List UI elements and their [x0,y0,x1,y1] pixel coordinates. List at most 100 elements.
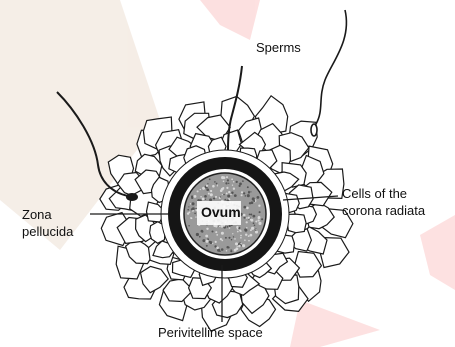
ovum-speckle-dot [187,212,189,214]
ovum-speckle-dot [245,195,247,197]
ovum-speckle-dot [206,245,208,247]
ovum-speckle-dot [248,235,250,237]
ovum-speckle-dot [249,213,251,215]
ovum-speckle-dot [188,225,190,227]
corona-cell [287,214,306,233]
ovum-speckle-dot [231,239,232,240]
ovum-speckle-dot [226,193,228,195]
ovum-speckle-dot [221,248,224,251]
ovum-speckle-dot [250,218,252,220]
ovum-speckle-dot [247,194,250,197]
ovum-speckle-dot [195,206,196,207]
ovum-speckle-dot [250,234,253,237]
ovum-speckle-dot [246,217,248,219]
corona-label-line2: corona radiata [342,203,425,218]
ovum-speckle-dot [257,216,260,219]
ovum-speckle-dot [243,214,246,217]
ovum-speckle-dot [220,189,223,192]
ovum-speckle-dot [191,202,194,205]
ovum-speckle-dot [205,240,208,243]
ovum-speckle-dot [234,194,237,197]
ovum-speckle-dot [227,195,230,198]
ovum-speckle-dot [252,215,255,218]
ovum-speckle-dot [228,247,230,249]
ovum-speckle-dot [259,211,261,213]
ovum-speckle-dot [206,188,209,191]
ovum-speckle-dot [232,233,233,234]
ovum-speckle-dot [215,225,218,228]
ovum-speckle-dot [226,187,228,189]
ovum-speckle-dot [190,217,192,219]
ovum-speckle-dot [210,193,213,196]
ovum-speckle-dot [216,183,218,185]
ovum-speckle-dot [216,234,218,236]
ovum-speckle-dot [228,191,230,193]
ovum-speckle-dot [248,217,250,219]
ovum-speckle-dot [240,230,242,232]
ovum-speckle-dot [209,178,211,180]
ovum-speckle-dot [229,225,231,227]
ovum-speckle-dot [255,230,258,233]
ovum-speckle-dot [196,233,199,236]
ovum-speckle-dot [206,228,208,230]
ovum-speckle-dot [237,246,238,247]
ovum-speckle-dot [215,241,217,243]
ovum-speckle-dot [230,250,232,252]
ovum-speckle-dot [215,196,217,198]
ovum-speckle-dot [220,196,221,197]
sperms-label: Sperms [256,40,301,55]
ovum-speckle-dot [243,192,245,194]
ovum-speckle-dot [246,221,248,223]
ovum-speckle-dot [223,176,226,179]
ovum-speckle-dot [210,190,212,192]
zona-label-line1: Zona [22,207,52,222]
ovum-speckle-dot [222,194,223,195]
ovum-speckle-dot [231,191,233,193]
corona-label-line1: Cells of the [342,186,407,201]
ovum-speckle-dot [214,181,216,183]
ovum-speckle-dot [207,183,208,184]
ovum-speckle-dot [194,213,196,215]
ovum-speckle-dot [212,185,215,188]
ovum-speckle-dot [225,237,227,239]
ovum-speckle-dot [240,235,242,237]
ovum-speckle-dot [227,226,229,228]
sperm-3 [311,10,346,136]
ovum-speckle-dot [257,219,259,221]
ovum-speckle-dot [246,207,249,210]
ovum-speckle-dot [256,196,259,199]
ovum-speckle-dot [200,189,201,190]
ovum-speckle-dot [224,199,226,201]
ovum-speckle-dot [248,240,250,242]
ovum-speckle-dot [226,250,228,252]
ovum-speckle-dot [188,206,189,207]
ovum-speckle-dot [199,236,201,238]
ovum-speckle-dot [255,221,257,223]
ovum-speckle-dot [258,205,260,207]
ovum-speckle-dot [261,218,263,220]
ovum-speckle-dot [253,222,255,224]
zona-label-line2: pellucida [22,224,73,239]
ovum-speckle-dot [255,229,256,230]
ovum-speckle-dot [208,193,210,195]
ovum-speckle-dot [229,227,231,229]
ovum-speckle-dot [190,203,192,205]
ovum-speckle-dot [251,227,254,230]
ovum-speckle-dot [258,222,261,225]
ovum-speckle-dot [250,229,252,231]
ovum-speckle-dot [233,181,235,183]
ovum-label: Ovum [201,205,241,220]
ovum-speckle-dot [244,228,247,231]
ovum-speckle-dot [248,192,250,194]
ovum-speckle-dot [225,182,227,184]
ovum-speckle-dot [195,216,196,217]
ovum-speckle-dot [204,195,207,198]
ovum-speckle-dot [232,185,233,186]
ovum-speckle-dot [246,227,248,229]
ovum-speckle-dot [191,208,193,210]
ovum-speckle-dot [239,185,241,187]
ovum-speckle-dot [217,185,218,186]
ovum-speckle-dot [233,236,234,237]
ovum-speckle-dot [243,206,246,209]
